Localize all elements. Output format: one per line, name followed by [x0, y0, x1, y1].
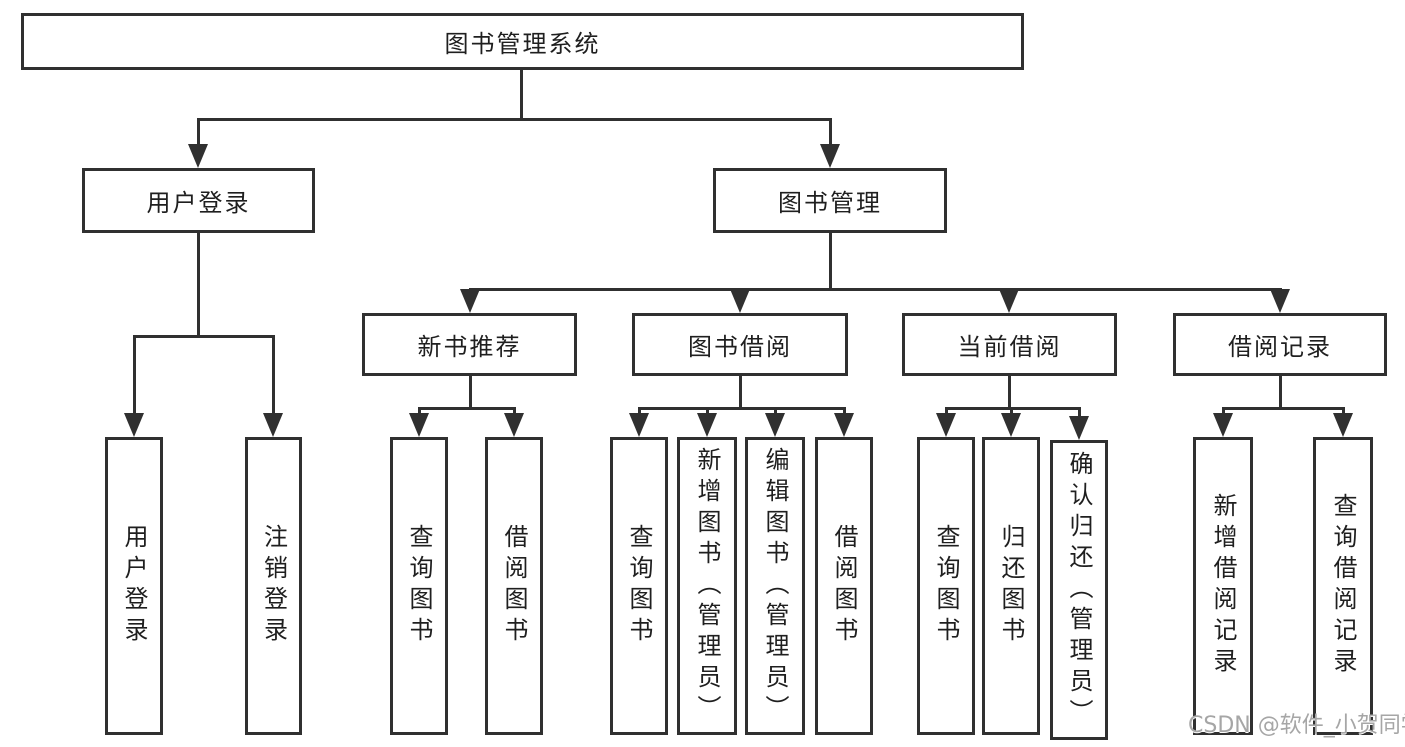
leaf-edit-books-admin-label: 编辑图书（管理员） — [761, 446, 789, 726]
connector-root-stem — [520, 70, 523, 118]
leaf-query-borrow-record-label: 查询借阅记录 — [1329, 493, 1357, 679]
connector-to-leaf-confirm-return — [1078, 407, 1081, 417]
leaf-query-borrow-record: 查询借阅记录 — [1313, 437, 1373, 735]
connector-userlogin-rail — [133, 335, 275, 338]
arrow-user-login — [188, 144, 208, 168]
node-new-book-recommend: 新书推荐 — [362, 313, 577, 376]
connector-newbook-rail — [418, 407, 516, 410]
leaf-borrow-books-2: 借阅图书 — [815, 437, 873, 735]
node-book-management-label: 图书管理 — [778, 189, 882, 217]
arrow-leaf-return — [1001, 413, 1021, 437]
connector-to-leaf-return — [1010, 407, 1013, 417]
csdn-watermark: CSDN @软件_小贺同学 — [1188, 713, 1405, 738]
connector-currentborrow-stem — [1008, 376, 1011, 407]
leaf-return-books-label: 归还图书 — [997, 524, 1025, 648]
leaf-borrow-books-1-label: 借阅图书 — [500, 524, 528, 648]
arrow-current-borrow — [999, 289, 1019, 313]
connector-to-leaf-edit-books — [774, 407, 777, 417]
node-new-book-recommend-label: 新书推荐 — [417, 333, 522, 361]
leaf-confirm-return-admin-label: 确认归还（管理员） — [1065, 450, 1093, 730]
leaf-add-books-admin-label: 新增图书（管理员） — [693, 446, 721, 726]
arrow-leaf-user-login — [124, 413, 144, 437]
node-current-borrow: 当前借阅 — [902, 313, 1117, 376]
node-root-label: 图书管理系统 — [444, 30, 601, 58]
connector-records-rail — [1222, 407, 1345, 410]
leaf-query-books-1: 查询图书 — [390, 437, 448, 735]
node-book-borrow-label: 图书借阅 — [688, 333, 792, 361]
leaf-query-books-1-label: 查询图书 — [405, 524, 433, 648]
leaf-edit-books-admin: 编辑图书（管理员） — [745, 437, 805, 735]
leaf-logout: 注销登录 — [245, 437, 302, 735]
connector-to-leaf-borrow-1 — [513, 407, 516, 417]
arrow-leaf-edit-books — [765, 413, 785, 437]
connector-root-rail — [197, 118, 832, 121]
connector-bookmgmt-stem — [829, 233, 832, 288]
connector-to-leaf-query-3 — [945, 407, 948, 417]
leaf-add-borrow-record-label: 新增借阅记录 — [1209, 493, 1237, 679]
leaf-user-login-label: 用户登录 — [120, 524, 148, 648]
connector-to-user-login — [197, 118, 200, 148]
leaf-return-books: 归还图书 — [982, 437, 1040, 735]
arrow-leaf-add-books — [697, 413, 717, 437]
leaf-borrow-books-1: 借阅图书 — [485, 437, 543, 735]
connector-records-stem — [1279, 376, 1282, 407]
leaf-confirm-return-admin: 确认归还（管理员） — [1050, 440, 1108, 740]
leaf-query-books-3-label: 查询图书 — [932, 524, 960, 648]
connector-to-leaf-borrow-2 — [843, 407, 846, 417]
connector-to-leaf-add-record — [1222, 407, 1225, 417]
connector-newbook-stem — [469, 376, 472, 407]
connector-to-leaf-query-2 — [638, 407, 641, 417]
leaf-query-books-2-label: 查询图书 — [625, 524, 653, 648]
arrow-leaf-confirm-return — [1069, 416, 1089, 440]
arrow-book-management — [820, 144, 840, 168]
node-current-borrow-label: 当前借阅 — [957, 333, 1062, 361]
connector-bookborrow-rail — [638, 407, 846, 410]
arrow-borrow-records — [1270, 289, 1290, 313]
leaf-add-borrow-record: 新增借阅记录 — [1193, 437, 1253, 735]
leaf-add-books-admin: 新增图书（管理员） — [677, 437, 737, 735]
node-book-borrow: 图书借阅 — [632, 313, 848, 376]
leaf-query-books-3: 查询图书 — [917, 437, 975, 735]
connector-to-leaf-add-books — [706, 407, 709, 417]
arrow-leaf-logout — [263, 413, 283, 437]
arrow-leaf-borrow-2 — [834, 413, 854, 437]
connector-bookmgmt-rail — [469, 288, 1282, 291]
node-user-login-branch: 用户登录 — [82, 168, 315, 233]
arrow-leaf-query-record — [1333, 413, 1353, 437]
node-root-system: 图书管理系统 — [21, 13, 1024, 70]
connector-to-book-management — [829, 118, 832, 148]
leaf-query-books-2: 查询图书 — [610, 437, 668, 735]
connector-bookborrow-stem — [739, 376, 742, 407]
arrow-leaf-add-record — [1213, 413, 1233, 437]
node-book-management: 图书管理 — [713, 168, 947, 233]
arrow-leaf-borrow-1 — [504, 413, 524, 437]
arrow-leaf-query-2 — [629, 413, 649, 437]
connector-to-leaf-logout — [272, 335, 275, 415]
arrow-new-book-recommend — [460, 289, 480, 313]
connector-to-leaf-user-login — [133, 335, 136, 415]
connector-to-leaf-query-1 — [418, 407, 421, 417]
connector-currentborrow-rail — [945, 407, 1081, 410]
leaf-logout-label: 注销登录 — [259, 524, 288, 648]
arrow-book-borrow — [730, 289, 750, 313]
leaf-user-login: 用户登录 — [105, 437, 163, 735]
node-borrow-records-label: 借阅记录 — [1228, 333, 1332, 361]
node-borrow-records: 借阅记录 — [1173, 313, 1387, 376]
arrow-leaf-query-1 — [409, 413, 429, 437]
leaf-borrow-books-2-label: 借阅图书 — [830, 524, 858, 648]
connector-to-leaf-query-record — [1342, 407, 1345, 417]
connector-userlogin-stem — [197, 233, 200, 335]
node-user-login-label: 用户登录 — [146, 189, 251, 217]
arrow-leaf-query-3 — [936, 413, 956, 437]
